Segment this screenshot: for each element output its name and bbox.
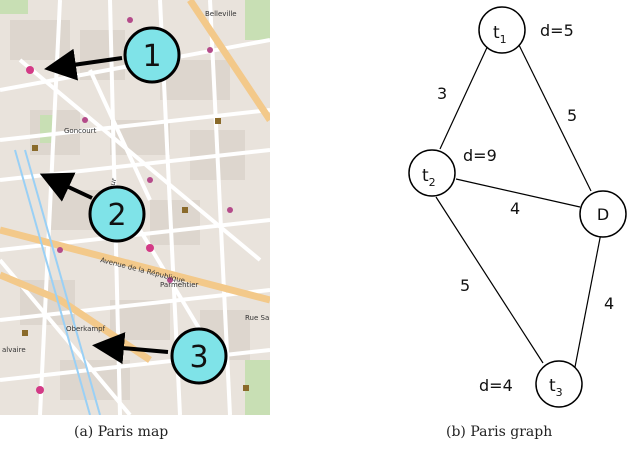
edge-t1-t2 [439, 40, 491, 150]
edge-weight-t2-D: 4 [510, 199, 520, 218]
edge-t2-t3 [435, 196, 544, 364]
marker-1: 1 [123, 26, 181, 84]
caption-paris-map: (a) Paris map [74, 424, 169, 440]
marker-3-label: 3 [189, 340, 208, 375]
svg-text:t1: t1 [493, 23, 507, 46]
node-D: D [579, 190, 627, 238]
marker-3: 3 [170, 327, 228, 385]
paris-map: Belleville Goncourt Parmentier Oberkampf… [0, 0, 270, 415]
node-t3-annotation: d=4 [479, 376, 513, 395]
marker-arrow-3 [92, 332, 169, 365]
edge-weight-D-t3: 4 [604, 294, 614, 313]
edge-weight-t1-D: 5 [567, 106, 577, 125]
svg-text:t2: t2 [422, 166, 436, 189]
marker-arrow-1 [44, 48, 123, 81]
edge-t1-D [516, 40, 592, 192]
svg-text:t3: t3 [549, 376, 563, 399]
node-D-label: D [597, 205, 609, 224]
node-t1-annotation: d=5 [540, 21, 574, 40]
edge-t2-D [455, 178, 581, 208]
node-t1-label: t [493, 23, 500, 43]
node-t2-annotation: d=9 [463, 146, 497, 165]
edge-weight-t1-t2: 3 [437, 84, 447, 103]
place-label-belleville: Belleville [205, 10, 237, 18]
node-t1-subscript: 1 [500, 33, 507, 46]
node-t2-label: t [422, 166, 429, 186]
place-label-oberkampf: Oberkampf [66, 325, 106, 333]
node-t2: t2 d=9 [408, 146, 497, 197]
edge-D-t3 [574, 232, 602, 368]
node-t1: t1 d=5 [478, 6, 574, 54]
paris-graph: 3 5 4 5 4 t1 d=5 t2 d=9 D t3 d=4 [408, 6, 627, 408]
node-t3: t3 d=4 [479, 360, 583, 408]
marker-arrow-2 [39, 172, 93, 202]
node-t2-subscript: 2 [429, 176, 436, 189]
place-label-goncourt: Goncourt [64, 127, 97, 135]
marker-2-label: 2 [107, 198, 126, 233]
marker-1-label: 1 [142, 39, 161, 74]
place-label-parmentier: Parmentier [160, 281, 199, 289]
place-label-alvaire: alvaire [2, 346, 26, 354]
caption-paris-graph: (b) Paris graph [446, 424, 553, 440]
marker-2: 2 [88, 185, 146, 243]
edge-weight-t2-t3: 5 [460, 276, 470, 295]
node-t3-subscript: 3 [556, 386, 563, 399]
node-t3-label: t [549, 376, 556, 396]
place-label-rue-sa: Rue Sa [245, 314, 269, 322]
